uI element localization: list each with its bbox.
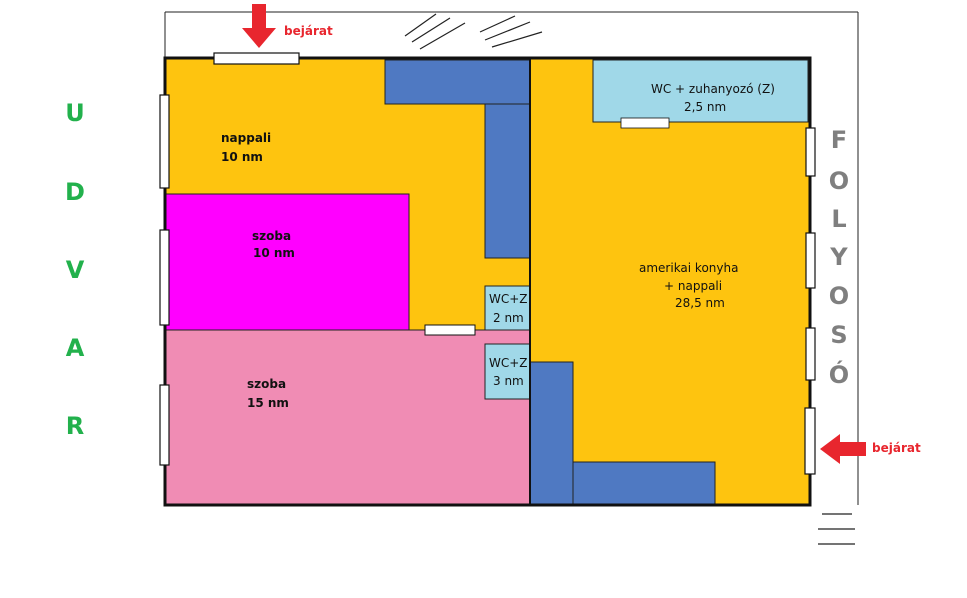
kitchen-area: 28,5 nm bbox=[675, 296, 725, 310]
wc-bottom-area: 3 nm bbox=[493, 374, 524, 388]
door-wc-shower bbox=[620, 117, 670, 129]
folyoso-letter: L bbox=[831, 205, 846, 233]
door-small-room bbox=[424, 324, 476, 336]
kitchen-name-line1: amerikai konyha bbox=[639, 261, 738, 275]
room-labels: nappali 10 nm szoba 10 nm szoba 15 nm WC… bbox=[221, 82, 775, 410]
large-room-area: 15 nm bbox=[247, 396, 289, 410]
folyoso-letter: O bbox=[829, 167, 849, 195]
nappali-area: 10 nm bbox=[221, 150, 263, 164]
site-outline bbox=[164, 11, 859, 505]
folyoso-letter: Ó bbox=[829, 359, 849, 389]
small-room-name: szoba bbox=[252, 229, 291, 243]
window-right-3 bbox=[805, 327, 816, 381]
wc-shower-name: WC + zuhanyozó (Z) bbox=[651, 82, 775, 96]
kitchen-name-line2: + nappali bbox=[664, 279, 722, 293]
udvar-letter: U bbox=[65, 99, 85, 127]
nappali-name: nappali bbox=[221, 131, 271, 145]
folyoso-letter: F bbox=[831, 126, 847, 154]
window-left-3 bbox=[159, 384, 170, 466]
window-left-1 bbox=[159, 94, 170, 189]
kitchen-counter-horizontal bbox=[572, 461, 716, 506]
window-right-4 bbox=[804, 407, 816, 475]
bottom-stair-marks bbox=[818, 513, 855, 545]
entrance-label-top: bejárat bbox=[284, 24, 333, 38]
room-small-fill bbox=[164, 193, 410, 331]
wc-shower-area: 2,5 nm bbox=[684, 100, 726, 114]
window-right-1 bbox=[805, 127, 816, 177]
wc-bottom-name: WC+Z bbox=[489, 356, 528, 370]
arrow-down-icon bbox=[242, 4, 276, 48]
wc-small-bottom-fill bbox=[484, 343, 531, 400]
udvar-letter: R bbox=[66, 412, 84, 440]
wc-shower-fill bbox=[592, 59, 809, 123]
udvar-letter: V bbox=[66, 256, 85, 284]
kitchen-counter-vertical bbox=[529, 361, 574, 506]
wc-top-name: WC+Z bbox=[489, 292, 528, 306]
folyoso-letter: O bbox=[829, 282, 849, 310]
folyoso-letter: Y bbox=[829, 243, 848, 271]
udvar-letter: A bbox=[66, 334, 85, 362]
entrance-door-top bbox=[213, 52, 300, 65]
windows-left bbox=[159, 94, 170, 466]
small-room-area: 10 nm bbox=[253, 246, 295, 260]
folyoso-letter: S bbox=[830, 321, 847, 349]
side-label-right: F O L Y O S Ó bbox=[829, 126, 849, 389]
built-in-units bbox=[384, 59, 716, 506]
windows-right bbox=[804, 127, 816, 475]
arrow-left-icon bbox=[820, 434, 866, 464]
unit-top bbox=[384, 59, 531, 105]
udvar-letter: D bbox=[65, 178, 85, 206]
wc-small-top-fill bbox=[484, 285, 531, 331]
window-left-2 bbox=[159, 229, 170, 326]
wc-top-area: 2 nm bbox=[493, 311, 524, 325]
unit-vertical bbox=[484, 103, 531, 259]
large-room-name: szoba bbox=[247, 377, 286, 391]
side-label-left: U D V A R bbox=[65, 99, 85, 440]
top-hatch-marks bbox=[404, 13, 543, 50]
window-right-2 bbox=[805, 232, 816, 289]
room-large-fill bbox=[164, 329, 531, 506]
entrance-label-right: bejárat bbox=[872, 441, 921, 455]
